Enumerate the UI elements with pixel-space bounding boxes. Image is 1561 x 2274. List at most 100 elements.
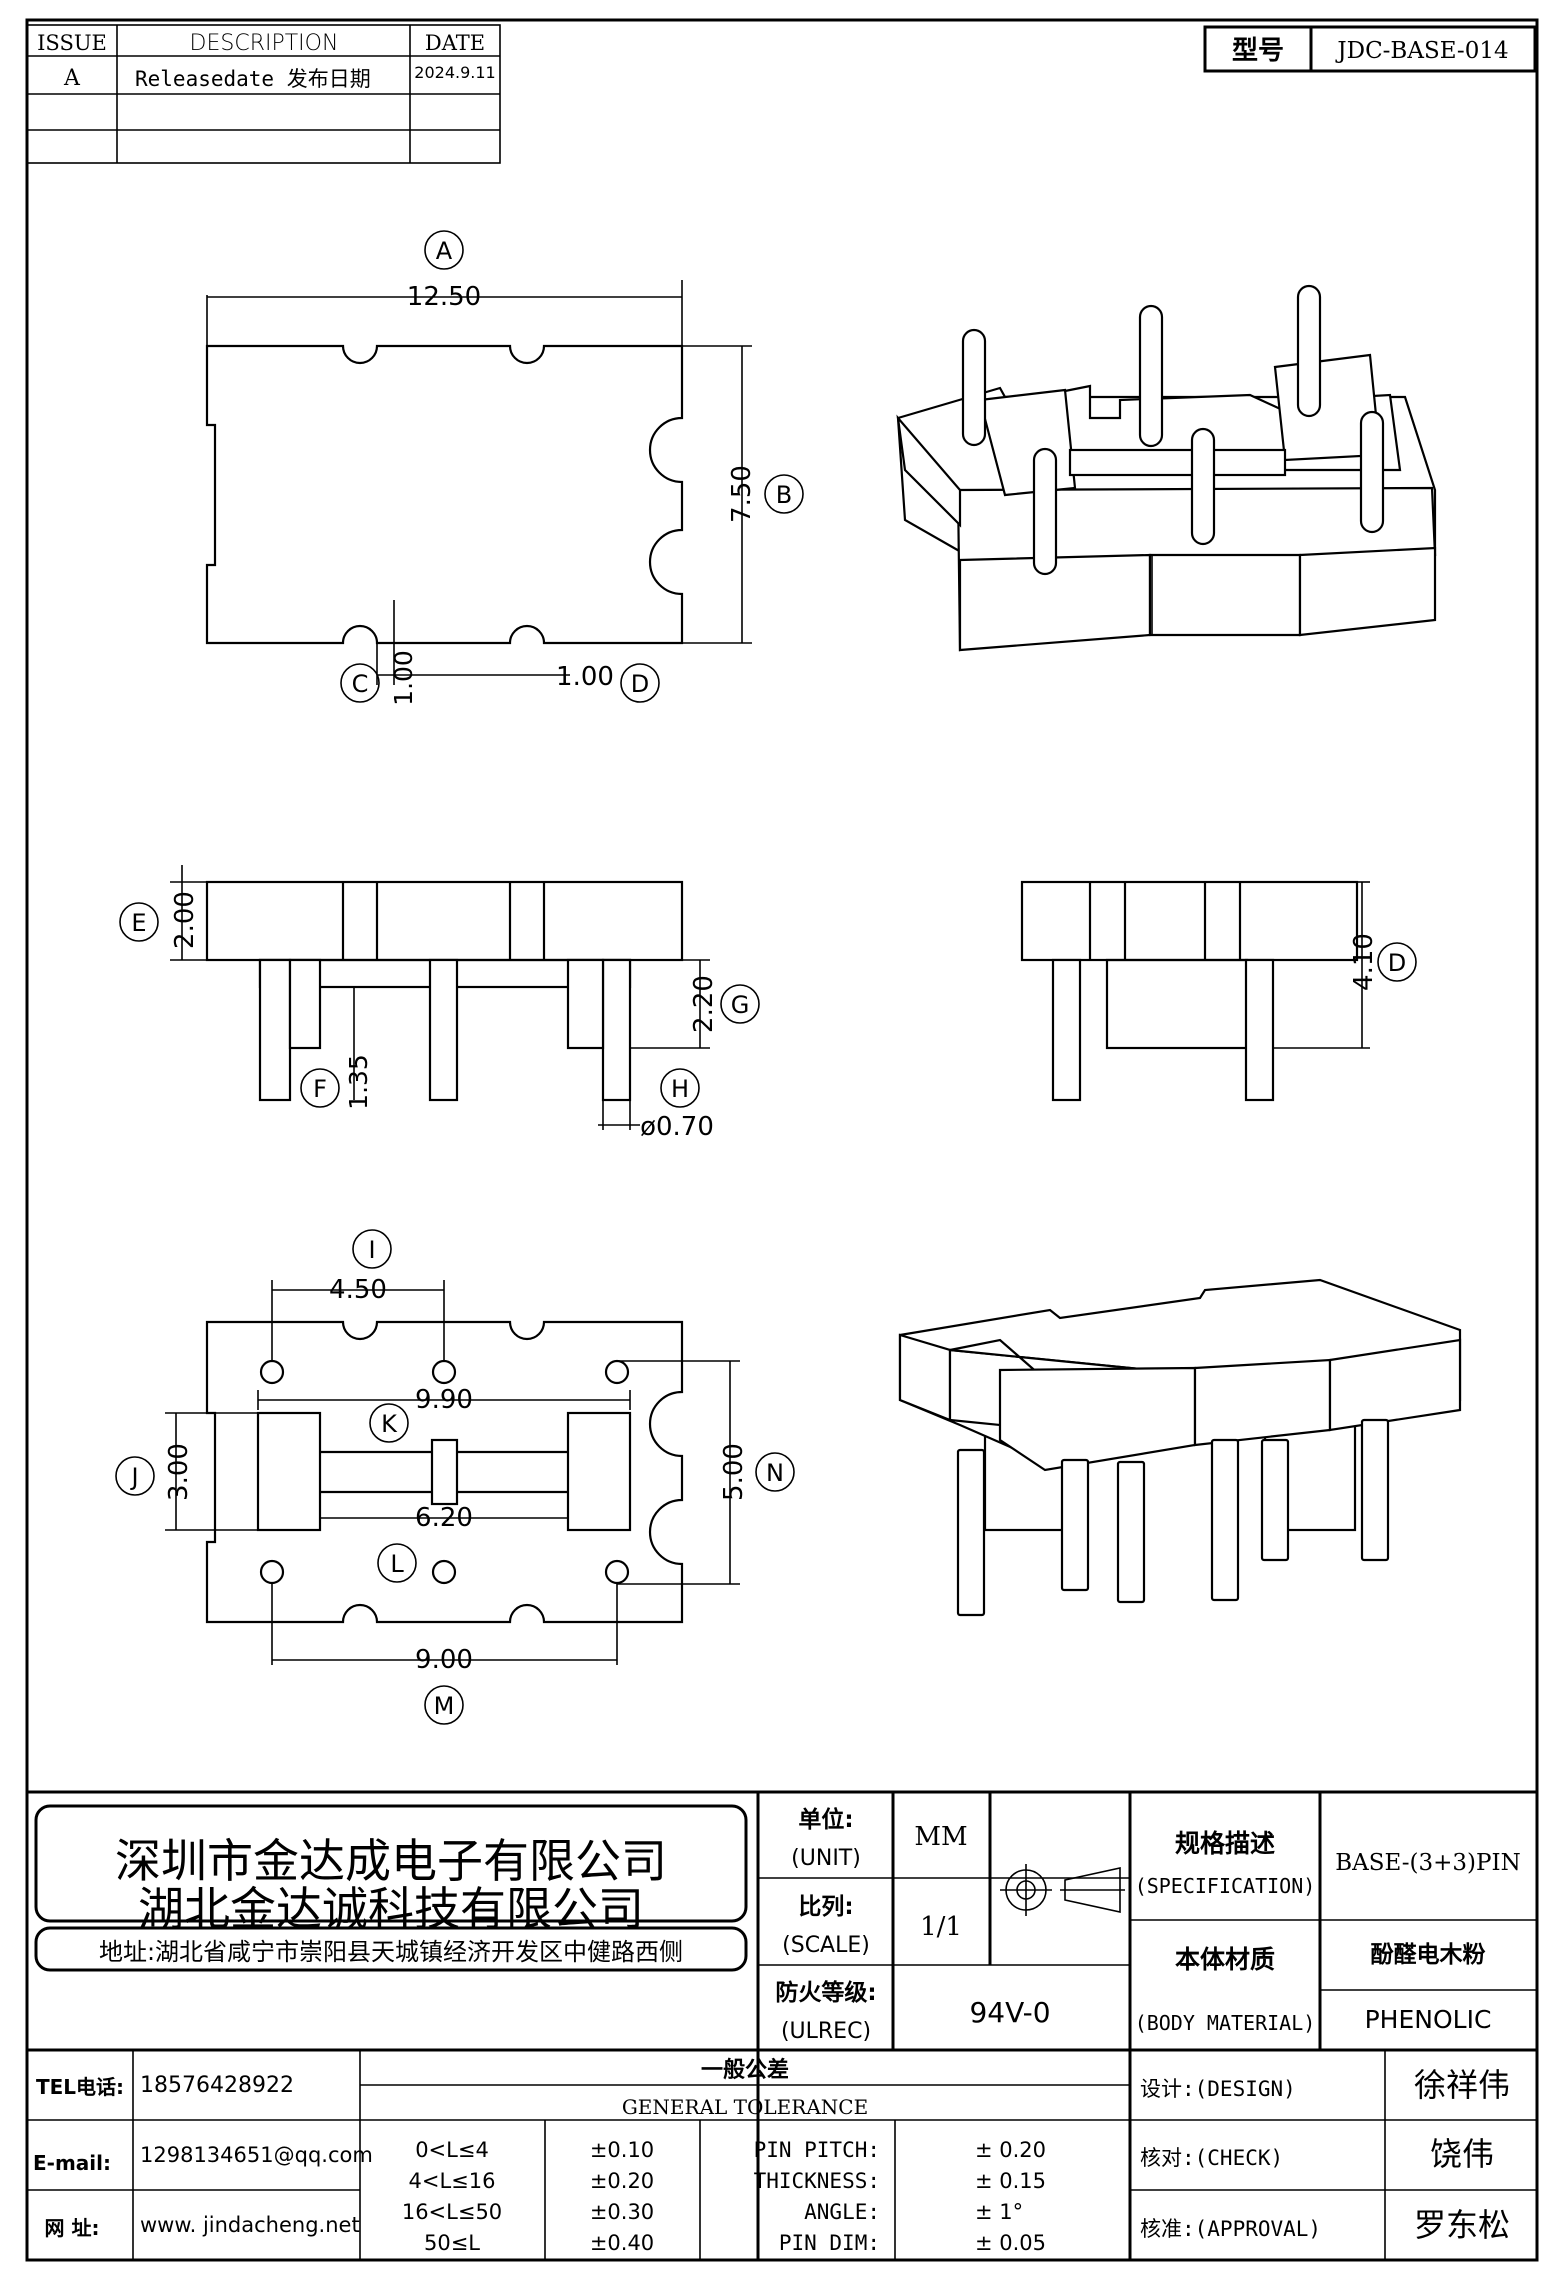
tol-other-value-2: ± 1° bbox=[975, 2200, 1023, 2224]
marker-a: A bbox=[424, 230, 464, 270]
svg-text:D: D bbox=[631, 670, 649, 698]
dim-k: 9.90 bbox=[415, 1385, 473, 1415]
svg-text:K: K bbox=[381, 1410, 398, 1438]
marker-h: H bbox=[660, 1068, 700, 1108]
svg-text:D: D bbox=[1388, 949, 1406, 977]
dim-h: ø0.70 bbox=[640, 1112, 714, 1142]
check-label: 核对:(CHECK) bbox=[1140, 2146, 1283, 2170]
marker-m: M bbox=[424, 1685, 464, 1725]
marker-d: D bbox=[620, 663, 660, 703]
svg-text:B: B bbox=[776, 481, 792, 509]
projection-symbol-icon bbox=[1000, 1864, 1125, 1916]
approval-label: 核准:(APPROVAL) bbox=[1140, 2217, 1321, 2241]
dim-d: 1.00 bbox=[556, 662, 614, 692]
side-view: 4.10 bbox=[1020, 880, 1379, 1102]
email-label: E-mail: bbox=[33, 2151, 111, 2175]
tol-other-value-3: ± 0.05 bbox=[975, 2231, 1046, 2255]
svg-text:E: E bbox=[131, 909, 146, 937]
tol-value-0: ±0.10 bbox=[590, 2138, 654, 2162]
sheet-frame bbox=[25, 18, 1539, 2262]
unit-value: MM bbox=[914, 1822, 967, 1852]
dim-l: 6.20 bbox=[415, 1503, 473, 1533]
dim-i: 4.50 bbox=[329, 1275, 387, 1305]
marker-j: J bbox=[115, 1456, 155, 1496]
spec-label-en: (SPECIFICATION) bbox=[1135, 1874, 1316, 1898]
marker-k: K bbox=[369, 1403, 409, 1443]
dim-d2: 4.10 bbox=[1349, 933, 1379, 991]
tolerance-title-en: GENERAL TOLERANCE bbox=[622, 2095, 868, 2119]
dim-j: 3.00 bbox=[164, 1443, 194, 1501]
approval-name: 罗东松 bbox=[1414, 2206, 1510, 2244]
front-view: 2.00 1.35 2.20 ø0.70 bbox=[170, 865, 719, 1142]
tol-other-label-3: PIN DIM: bbox=[779, 2231, 880, 2255]
material-value-cn: 酚醛电木粉 bbox=[1371, 1942, 1486, 1968]
unit-label-cn: 单位: bbox=[798, 1806, 853, 1833]
marker-e: E bbox=[119, 902, 159, 942]
design-name: 徐祥伟 bbox=[1414, 2066, 1510, 2104]
rev-row-description: Releasedate 发布日期 bbox=[135, 67, 371, 91]
spec-label-cn: 规格描述 bbox=[1175, 1829, 1275, 1858]
svg-text:N: N bbox=[766, 1459, 784, 1487]
company-address: 地址:湖北省咸宁市崇阳县天城镇经济开发区中健路西侧 bbox=[99, 1938, 683, 1966]
dim-f: 1.35 bbox=[344, 1054, 373, 1110]
tol-value-3: ±0.40 bbox=[590, 2231, 654, 2255]
material-label-cn: 本体材质 bbox=[1175, 1945, 1275, 1974]
scale-value: 1/1 bbox=[920, 1912, 962, 1942]
web-label: 网 址: bbox=[45, 2216, 100, 2240]
bottom-view: 4.50 3.00 9.90 6.20 9.00 5.00 bbox=[164, 1275, 749, 1675]
tol-other-label-0: PIN PITCH: bbox=[754, 2138, 880, 2162]
scale-label-en: (SCALE) bbox=[782, 1933, 870, 1958]
tel-value: 18576428922 bbox=[140, 2073, 294, 2098]
svg-text:G: G bbox=[731, 991, 750, 1019]
tol-other-value-0: ± 0.20 bbox=[975, 2138, 1046, 2162]
svg-text:H: H bbox=[671, 1075, 689, 1103]
tol-value-1: ±0.20 bbox=[590, 2169, 654, 2193]
tolerance-title-cn: 一般公差 bbox=[701, 2057, 789, 2083]
check-name: 饶伟 bbox=[1430, 2135, 1494, 2173]
svg-text:C: C bbox=[352, 670, 369, 698]
top-view: 12.50 7.50 1.00 1.00 bbox=[205, 280, 757, 706]
isometric-bottom-view bbox=[898, 1278, 1462, 1617]
tol-range-0: 0<L≤4 bbox=[415, 2138, 489, 2162]
model-value: JDC-BASE-014 bbox=[1335, 38, 1508, 64]
tol-range-2: 16<L≤50 bbox=[402, 2200, 502, 2224]
marker-b: B bbox=[764, 474, 804, 514]
design-label: 设计:(DESIGN) bbox=[1140, 2077, 1296, 2101]
ulrec-value: 94V-0 bbox=[969, 1996, 1050, 2029]
email-value[interactable]: 1298134651@qq.com bbox=[140, 2143, 373, 2167]
marker-d2: D bbox=[1377, 942, 1417, 982]
dim-a: 12.50 bbox=[407, 282, 481, 312]
tol-range-1: 4<L≤16 bbox=[409, 2169, 496, 2193]
dim-e: 2.00 bbox=[170, 891, 200, 949]
web-value[interactable]: www. jindacheng.net bbox=[140, 2213, 360, 2237]
header-date: DATE bbox=[425, 31, 485, 55]
title-block: 深圳市金达成电子有限公司 湖北金达诚科技有限公司 地址:湖北省咸宁市崇阳县天城镇… bbox=[27, 1790, 1537, 2260]
tel-label: TEL电话: bbox=[36, 2075, 124, 2099]
tol-other-value-1: ± 0.15 bbox=[975, 2169, 1046, 2193]
svg-text:A: A bbox=[436, 237, 453, 265]
isometric-top-view bbox=[896, 284, 1437, 652]
svg-text:L: L bbox=[390, 1550, 404, 1578]
spec-value: BASE-(3+3)PIN bbox=[1335, 1850, 1520, 1876]
ulrec-label-en: (ULREC) bbox=[781, 2019, 871, 2044]
rev-row-issue: A bbox=[63, 66, 81, 91]
header-description: DESCRIPTION bbox=[190, 31, 339, 56]
dim-g: 2.20 bbox=[689, 975, 719, 1033]
rev-row-date: 2024.9.11 bbox=[414, 63, 495, 82]
marker-i: I bbox=[352, 1229, 392, 1269]
dim-m: 9.00 bbox=[415, 1645, 473, 1675]
unit-label-en: (UNIT) bbox=[791, 1846, 861, 1871]
marker-c: C bbox=[340, 663, 380, 703]
svg-text:M: M bbox=[434, 1692, 455, 1720]
svg-text:J: J bbox=[129, 1463, 138, 1491]
scale-label-cn: 比列: bbox=[798, 1894, 853, 1920]
marker-n: N bbox=[755, 1452, 795, 1492]
revision-table: ISSUE DESCRIPTION DATE A Releasedate 发布日… bbox=[26, 24, 501, 164]
marker-l: L bbox=[377, 1543, 417, 1583]
dim-n: 5.00 bbox=[719, 1443, 749, 1501]
tol-other-label-2: ANGLE: bbox=[804, 2200, 880, 2224]
tol-range-3: 50≤L bbox=[424, 2231, 480, 2255]
marker-f: F bbox=[300, 1068, 340, 1108]
model-box: 型号 JDC-BASE-014 bbox=[1203, 25, 1537, 73]
